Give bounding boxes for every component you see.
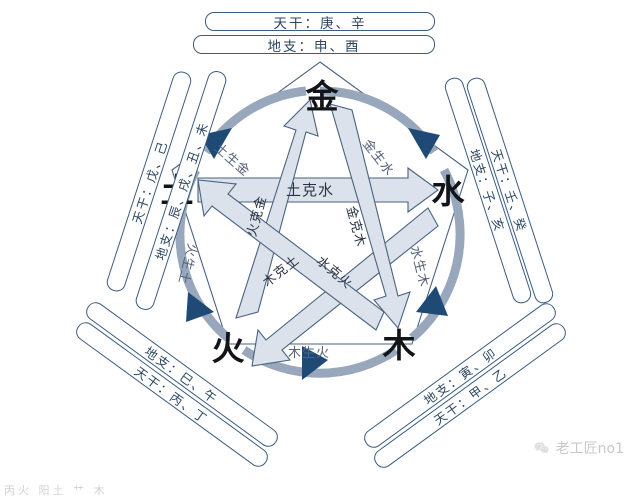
ring-arrowhead-metal-water bbox=[408, 128, 440, 159]
ring-arrowhead-wood-fire bbox=[302, 346, 328, 380]
wechat-icon bbox=[534, 441, 549, 453]
arrow-wood-overcomes-earth bbox=[197, 179, 385, 331]
watermark-text: 老工匠no1 bbox=[555, 441, 624, 457]
arrow-fire-overcomes-metal bbox=[235, 98, 319, 319]
element-fire: 火 bbox=[211, 329, 245, 368]
ring-arrowhead-water-wood bbox=[416, 286, 448, 316]
element-water: 水 bbox=[431, 172, 465, 211]
ring-arrowhead-fire-earth bbox=[186, 292, 214, 322]
metal-strip-line-2: 地支：申、酉 bbox=[267, 38, 361, 55]
overcoming-star bbox=[197, 98, 439, 367]
label-earth-overcomes-water: 土克水 bbox=[286, 181, 335, 199]
metal-strip-line-1: 天干：庚、辛 bbox=[273, 15, 367, 32]
element-wood: 木 bbox=[382, 326, 416, 365]
footnote-text: 丙火 阳土 艹 木 bbox=[4, 484, 108, 497]
element-metal: 金 bbox=[305, 77, 339, 116]
label-wood-generates-fire: 木生火 bbox=[288, 346, 331, 361]
metal-strip-earthly-branches[interactable]: 地支：申、酉 bbox=[193, 35, 435, 55]
metal-strip-heavenly-stems[interactable]: 天干：庚、辛 bbox=[205, 12, 435, 32]
watermark: 老工匠no1 bbox=[533, 438, 624, 458]
arrow-metal-overcomes-wood bbox=[329, 103, 411, 330]
generating-ring bbox=[175, 86, 465, 380]
